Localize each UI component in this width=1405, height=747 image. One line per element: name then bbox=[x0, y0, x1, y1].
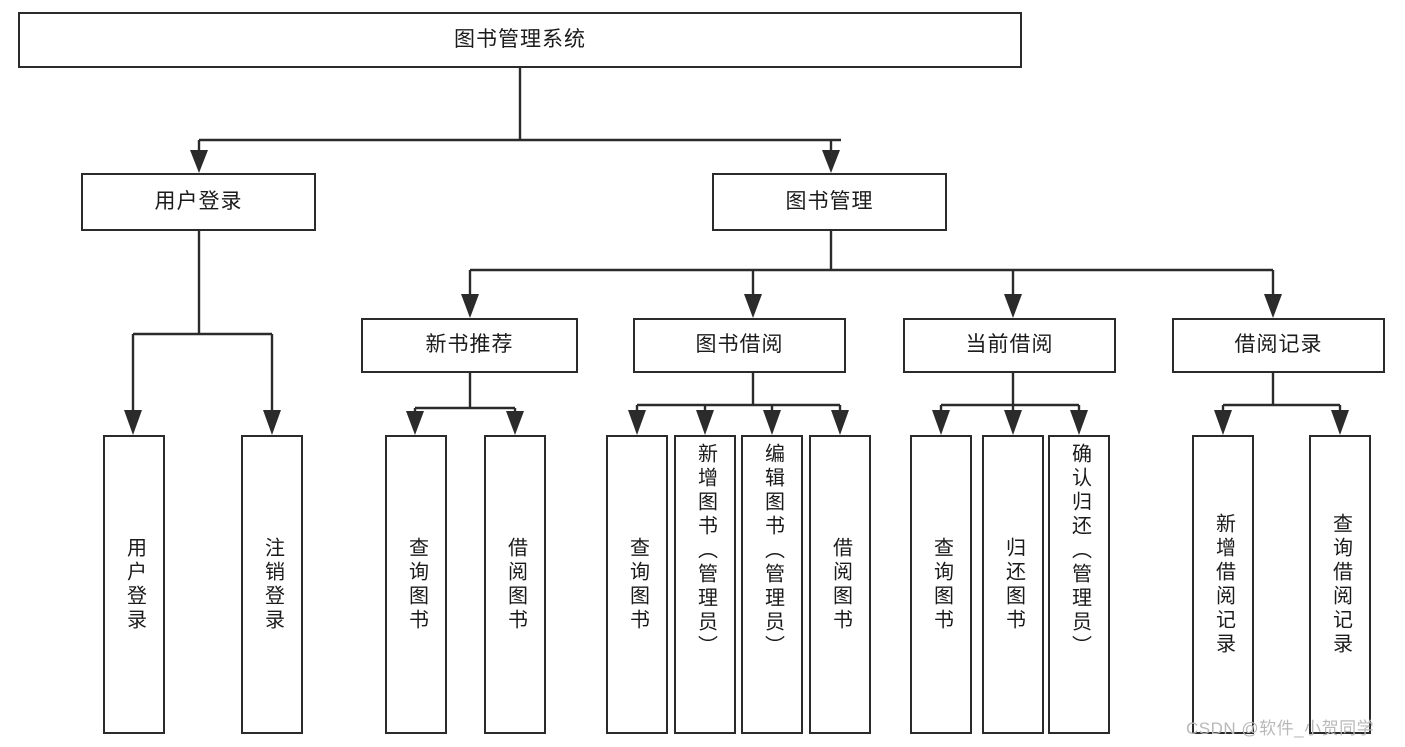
node-leaf-user-login-label: 用户登录 bbox=[123, 536, 146, 633]
node-leaf-return-book[interactable]: 归还图书 bbox=[982, 435, 1044, 734]
node-leaf-add-record-label: 新增借阅记录 bbox=[1212, 512, 1235, 657]
node-leaf-borrow-book-2[interactable]: 借阅图书 bbox=[809, 435, 871, 734]
node-new-book-rec[interactable]: 新书推荐 bbox=[361, 318, 578, 373]
node-user-login[interactable]: 用户登录 bbox=[81, 173, 316, 231]
node-leaf-query-book-1[interactable]: 查询图书 bbox=[385, 435, 447, 734]
node-root-label: 图书管理系统 bbox=[454, 27, 586, 51]
node-borrow-record-label: 借阅记录 bbox=[1234, 333, 1323, 357]
node-book-manage-label: 图书管理 bbox=[785, 189, 874, 213]
node-leaf-confirm-return[interactable]: 确认归还（管理员） bbox=[1048, 435, 1110, 734]
node-leaf-query-book-3-label: 查询图书 bbox=[930, 536, 953, 633]
node-leaf-confirm-return-label: 确认归还（管理员） bbox=[1068, 443, 1091, 659]
node-leaf-borrow-book-1-label: 借阅图书 bbox=[504, 536, 527, 633]
node-new-book-rec-label: 新书推荐 bbox=[425, 333, 514, 357]
node-root[interactable]: 图书管理系统 bbox=[18, 12, 1022, 68]
node-leaf-add-record[interactable]: 新增借阅记录 bbox=[1192, 435, 1254, 734]
node-leaf-query-book-3[interactable]: 查询图书 bbox=[910, 435, 972, 734]
node-book-borrow-label: 图书借阅 bbox=[695, 333, 784, 357]
node-leaf-edit-book-label: 编辑图书（管理员） bbox=[761, 443, 784, 659]
node-borrow-record[interactable]: 借阅记录 bbox=[1172, 318, 1385, 373]
node-leaf-add-book[interactable]: 新增图书（管理员） bbox=[674, 435, 736, 734]
node-book-manage[interactable]: 图书管理 bbox=[712, 173, 947, 231]
node-leaf-query-book-2-label: 查询图书 bbox=[626, 536, 649, 633]
node-leaf-query-record[interactable]: 查询借阅记录 bbox=[1309, 435, 1371, 734]
node-leaf-borrow-book-1[interactable]: 借阅图书 bbox=[484, 435, 546, 734]
node-book-borrow[interactable]: 图书借阅 bbox=[633, 318, 846, 373]
node-leaf-user-login[interactable]: 用户登录 bbox=[103, 435, 165, 734]
node-leaf-edit-book[interactable]: 编辑图书（管理员） bbox=[741, 435, 803, 734]
node-current-borrow-label: 当前借阅 bbox=[965, 333, 1054, 357]
node-leaf-query-record-label: 查询借阅记录 bbox=[1329, 512, 1352, 657]
node-leaf-logout[interactable]: 注销登录 bbox=[241, 435, 303, 734]
node-leaf-add-book-label: 新增图书（管理员） bbox=[694, 443, 717, 659]
node-leaf-query-book-2[interactable]: 查询图书 bbox=[606, 435, 668, 734]
node-leaf-return-book-label: 归还图书 bbox=[1002, 536, 1025, 633]
node-leaf-query-book-1-label: 查询图书 bbox=[405, 536, 428, 633]
node-current-borrow[interactable]: 当前借阅 bbox=[903, 318, 1116, 373]
node-leaf-borrow-book-2-label: 借阅图书 bbox=[829, 536, 852, 633]
node-user-login-label: 用户登录 bbox=[154, 189, 243, 213]
node-leaf-logout-label: 注销登录 bbox=[261, 536, 284, 633]
watermark: CSDN @软件_小贺同学 bbox=[1186, 719, 1375, 738]
